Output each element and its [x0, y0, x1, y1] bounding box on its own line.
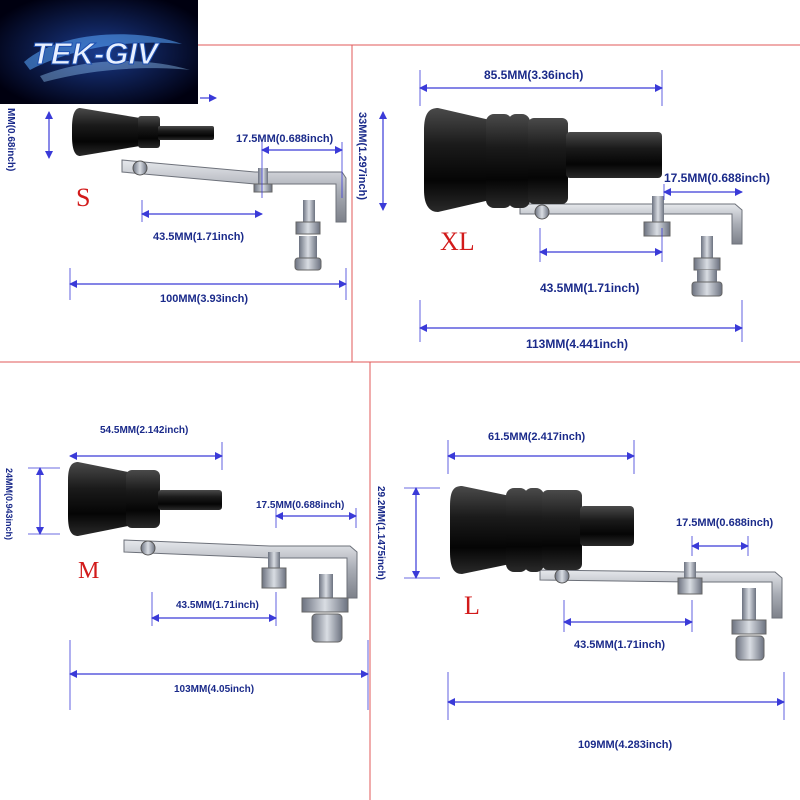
- panel-s: MM(0.68inch) 17.5MM(0.688inch) 43.5MM(1.…: [5, 94, 347, 305]
- l-mount-dimension: 43.5MM(1.71inch): [574, 639, 665, 651]
- clamp-bolts: [261, 552, 349, 643]
- mount-bracket: [539, 569, 783, 619]
- clamp-bolts: [253, 168, 322, 271]
- panel-xl: 85.5MM(3.36inch) 33MM(1.297inch) 17.5MM(…: [356, 68, 770, 351]
- s-left-dimension: MM(0.68inch): [5, 108, 16, 171]
- brand-logo: TEK-GIV: [0, 0, 198, 104]
- l-outlet-dimension: 17.5MM(0.688inch): [676, 517, 774, 529]
- s-mount-dimension: 43.5MM(1.71inch): [153, 231, 244, 243]
- logo-text: TEK-GIV: [32, 36, 160, 71]
- xl-top-dimension: 85.5MM(3.36inch): [484, 68, 583, 82]
- s-size-label: S: [76, 183, 90, 212]
- xl-mount-dimension: 43.5MM(1.71inch): [540, 281, 639, 295]
- m-top-dimension: 54.5MM(2.142inch): [100, 425, 188, 436]
- xl-size-label: XL: [440, 227, 475, 256]
- panel-dividers: [0, 44, 800, 800]
- l-left-dimension: 29.2MM(1.1475inch): [375, 486, 386, 580]
- panel-m: 54.5MM(2.142inch) 24MM(0.943inch) 17.5MM…: [4, 425, 369, 710]
- l-total-dimension: 109MM(4.283inch): [578, 739, 672, 751]
- xl-total-dimension: 113MM(4.441inch): [526, 337, 628, 351]
- s-total-dimension: 100MM(3.93inch): [160, 293, 248, 305]
- xl-outlet-dimension: 17.5MM(0.688inch): [664, 171, 770, 185]
- panel-l: 61.5MM(2.417inch) 29.2MM(1.1475inch) 17.…: [375, 431, 785, 751]
- s-outlet-dimension: 17.5MM(0.688inch): [236, 133, 334, 145]
- whistle-body: [68, 462, 128, 536]
- m-total-dimension: 103MM(4.05inch): [174, 684, 254, 695]
- xl-left-dimension: 33MM(1.297inch): [356, 112, 368, 200]
- m-left-dimension: 24MM(0.943inch): [4, 468, 14, 540]
- whistle-body: [424, 108, 490, 212]
- logo-swoosh: [24, 34, 182, 70]
- clamp-bolts: [677, 562, 767, 661]
- bracket-nut: [132, 160, 148, 176]
- whistle-body: [72, 108, 140, 156]
- whistle-body: [450, 486, 510, 574]
- mount-bracket: [519, 203, 743, 245]
- m-size-label: M: [78, 558, 99, 584]
- l-top-dimension: 61.5MM(2.417inch): [488, 431, 586, 443]
- m-mount-dimension: 43.5MM(1.71inch): [176, 600, 259, 611]
- clamp-bolts: [643, 196, 723, 297]
- mount-bracket: [121, 159, 347, 223]
- mount-bracket: [123, 539, 358, 599]
- l-size-label: L: [464, 591, 480, 620]
- m-outlet-dimension: 17.5MM(0.688inch): [256, 500, 344, 511]
